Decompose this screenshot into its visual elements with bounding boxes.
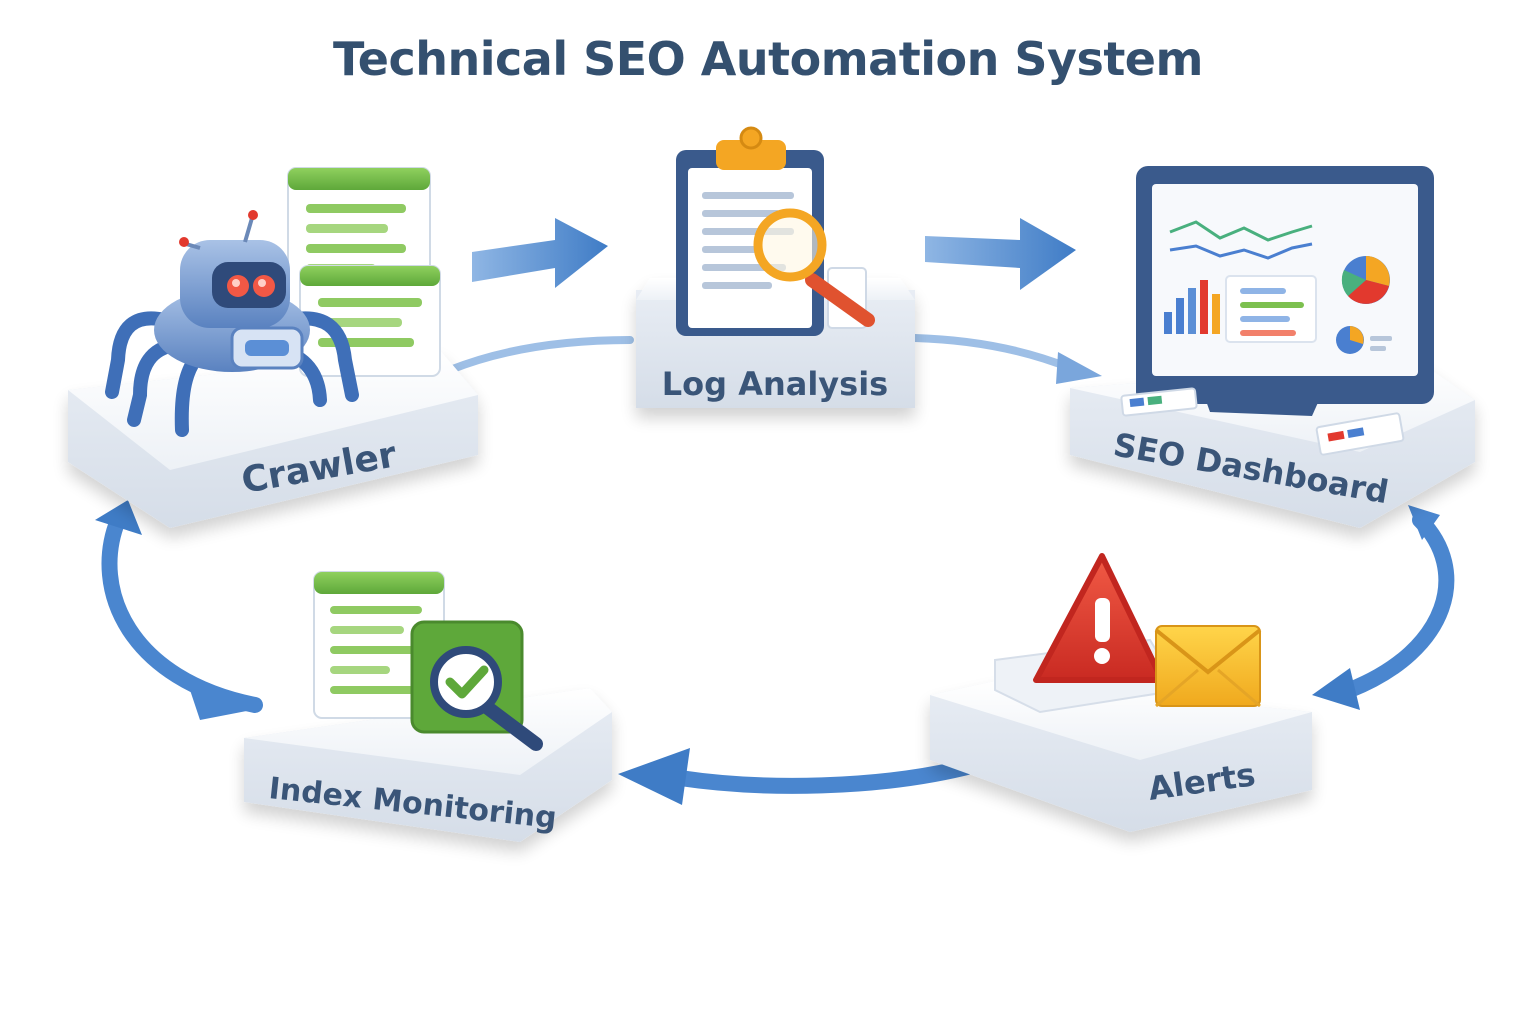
spider-robot-icon [105,210,359,437]
arrow-log-analysis-to-seo-dashboard [925,218,1076,290]
flow-arrows [95,218,1455,805]
arrow-inner-curve-right-head [1056,352,1102,384]
node-seo-dashboard: SEO Dashboard [1070,166,1475,528]
document-check-magnifier-icon [313,571,543,751]
node-alerts: Alerts [930,553,1312,832]
node-crawler: Crawler [68,167,478,528]
arrow-inner-curve-right [911,334,1074,372]
monitor-dashboard-icon [1120,166,1434,456]
arrow-alerts-to-index-monitoring [618,748,983,805]
crawler-platform [68,350,478,528]
warning-envelope-icon [994,553,1262,714]
node-log-analysis: Log Analysis [636,126,915,408]
arrow-crawler-to-log-analysis [472,218,608,288]
arrow-seo-dashboard-to-alerts [1312,505,1455,710]
node-label-log-analysis: Log Analysis [662,365,888,403]
clipboard-magnifier-icon [676,126,875,336]
document-icon [287,167,441,377]
node-index-monitoring: Index Monitoring [244,571,612,842]
arrow-index-monitoring-to-crawler [95,500,263,720]
arrow-inner-curve-left [446,336,634,374]
page-title: Technical SEO Automation System [333,32,1203,86]
